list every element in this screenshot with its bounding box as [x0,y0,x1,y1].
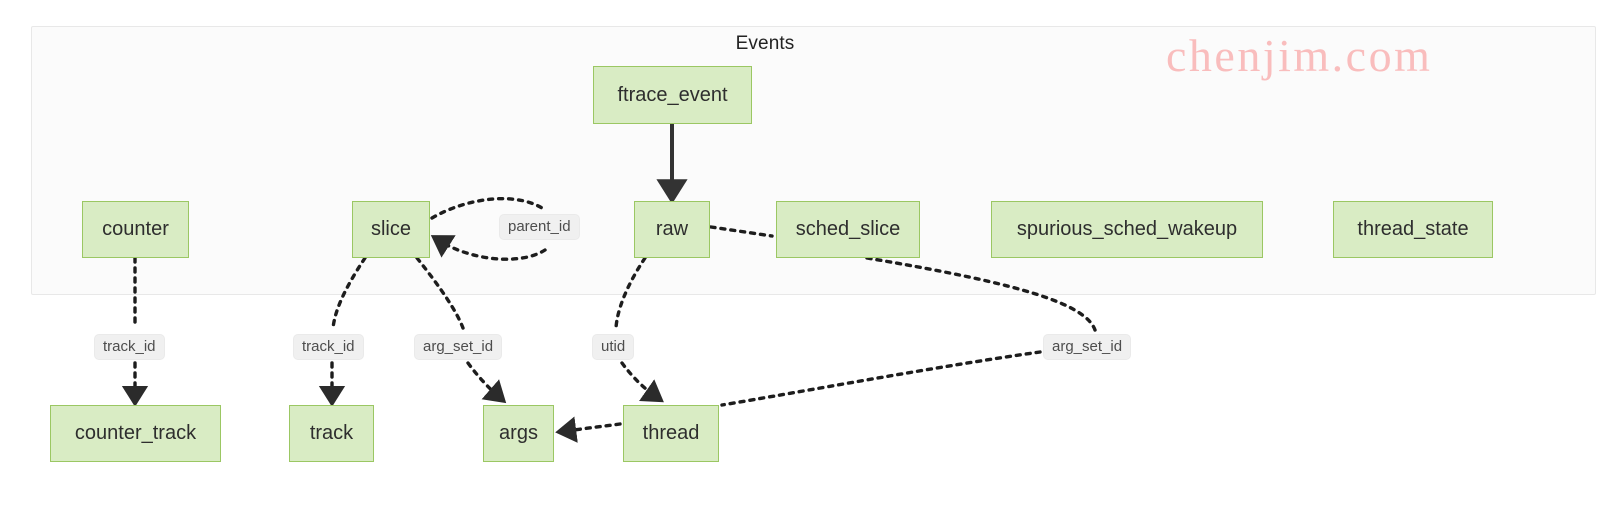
node-track[interactable]: track [289,405,374,462]
node-label: raw [655,218,689,240]
node-label: thread_state [1357,218,1469,240]
node-label: spurious_sched_wakeup [1016,218,1238,240]
watermark: chenjim.com [1166,30,1433,81]
edge-raw-to-thread-2 [620,361,664,403]
node-sched-slice[interactable]: sched_slice [776,201,920,258]
node-label: sched_slice [795,218,901,240]
node-thread[interactable]: thread [623,405,719,462]
node-label: slice [370,218,411,240]
node-counter-track[interactable]: counter_track [50,405,221,462]
node-raw[interactable]: raw [634,201,710,258]
edge-label-arg-set-id-slice: arg_set_id [414,334,503,361]
edge-label-arg-set-id-sched-slice: arg_set_id [1043,334,1132,361]
node-label: args [499,422,538,444]
node-label: counter_track [74,422,197,444]
node-label: ftrace_event [617,83,728,106]
node-ftrace-event[interactable]: ftrace_event [593,66,752,124]
edge-slice-to-args-2 [466,361,507,404]
node-label: track [309,422,354,444]
node-thread-state[interactable]: thread_state [1333,201,1493,258]
edge-sched-slice-to-args-2 [720,350,1042,407]
node-label: counter [102,218,169,240]
node-slice[interactable]: slice [352,201,430,258]
edge-label-track-id-counter: track_id [94,334,165,361]
edge-label-utid-raw: utid [592,334,635,361]
edge-thread-to-args [555,416,622,443]
node-args[interactable]: args [483,405,554,462]
node-counter[interactable]: counter [82,201,189,258]
edge-label-track-id-slice: track_id [293,334,364,361]
edge-label-parent-id: parent_id [499,214,580,241]
node-spurious-sched-wakeup[interactable]: spurious_sched_wakeup [991,201,1263,258]
node-label: thread [642,422,700,444]
